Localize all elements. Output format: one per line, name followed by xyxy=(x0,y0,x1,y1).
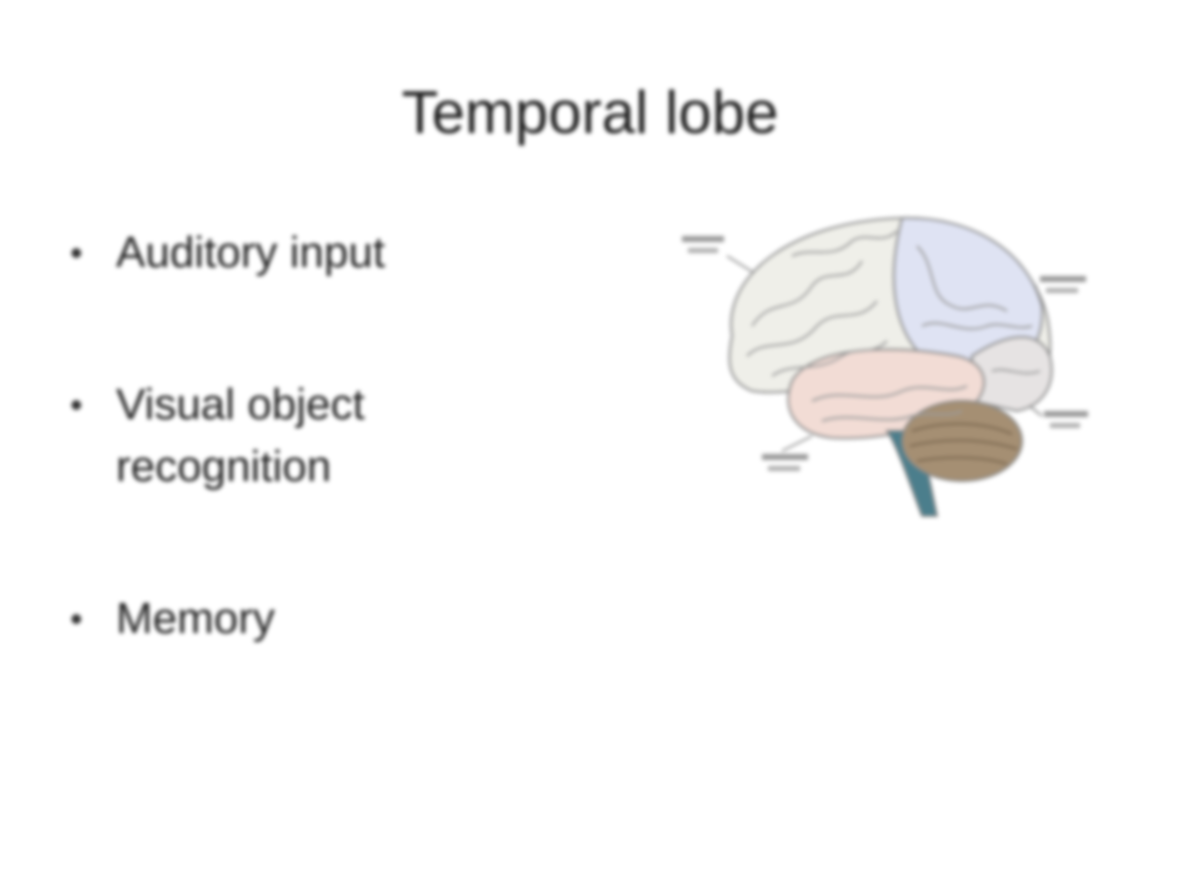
cerebellum-folia xyxy=(909,423,1018,465)
slide-title: Temporal lobe xyxy=(401,79,779,146)
bullet-list: Auditory input Visual object recognition… xyxy=(70,222,570,650)
bullet-item-memory: Memory xyxy=(70,588,570,650)
brain-diagram xyxy=(672,206,1102,536)
label-mark xyxy=(768,466,800,471)
label-mark xyxy=(1050,423,1080,428)
bullet-item-visual: Visual object recognition xyxy=(70,374,570,498)
occipital-lobe xyxy=(971,336,1053,413)
label-mark xyxy=(1044,411,1088,417)
label-mark xyxy=(688,248,718,253)
brain-illustration xyxy=(682,216,1088,517)
label-mark xyxy=(682,236,724,242)
bullet-item-auditory: Auditory input xyxy=(70,222,570,284)
label-mark xyxy=(1040,276,1086,282)
label-mark xyxy=(762,454,808,460)
label-mark xyxy=(1046,288,1078,293)
leader-line xyxy=(781,435,813,452)
gyri-lines xyxy=(746,230,1041,422)
